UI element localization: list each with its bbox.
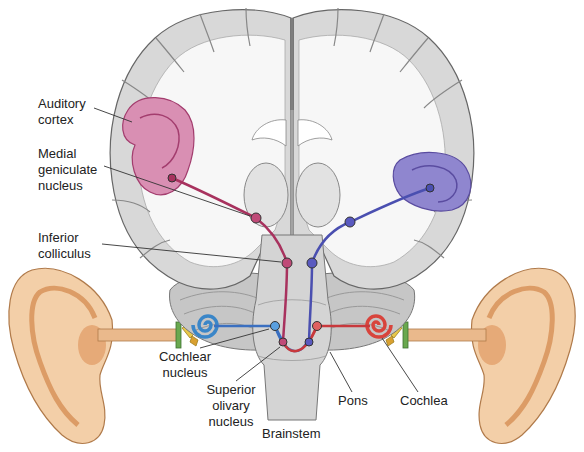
thalamus bbox=[296, 163, 340, 227]
structure-label: Brainstem bbox=[262, 426, 334, 442]
structure-label: Inferior colliculus bbox=[38, 230, 104, 262]
cochlea-right bbox=[367, 316, 391, 337]
gyrus-line bbox=[140, 114, 179, 168]
nucleus-dots bbox=[168, 174, 434, 346]
gyrus-line bbox=[412, 166, 457, 202]
auditory-pathways bbox=[172, 178, 430, 351]
pons-contour bbox=[258, 300, 326, 305]
brainstem bbox=[253, 235, 332, 420]
auditory-cortex-left bbox=[123, 98, 194, 195]
auditory-cortex-right bbox=[393, 152, 471, 211]
structure-label: Pons bbox=[338, 393, 378, 409]
structure-label: Superior olivary nucleus bbox=[196, 382, 266, 430]
structure-label: Auditory cortex bbox=[38, 96, 94, 128]
structure-label: Cochlea bbox=[400, 393, 460, 409]
cochlea-left bbox=[193, 316, 217, 337]
structure-label: Medial geniculate nucleus bbox=[38, 146, 110, 194]
structure-label: Cochlear nucleus bbox=[150, 349, 220, 381]
thalamus bbox=[244, 163, 288, 227]
leader-lines bbox=[94, 108, 418, 392]
